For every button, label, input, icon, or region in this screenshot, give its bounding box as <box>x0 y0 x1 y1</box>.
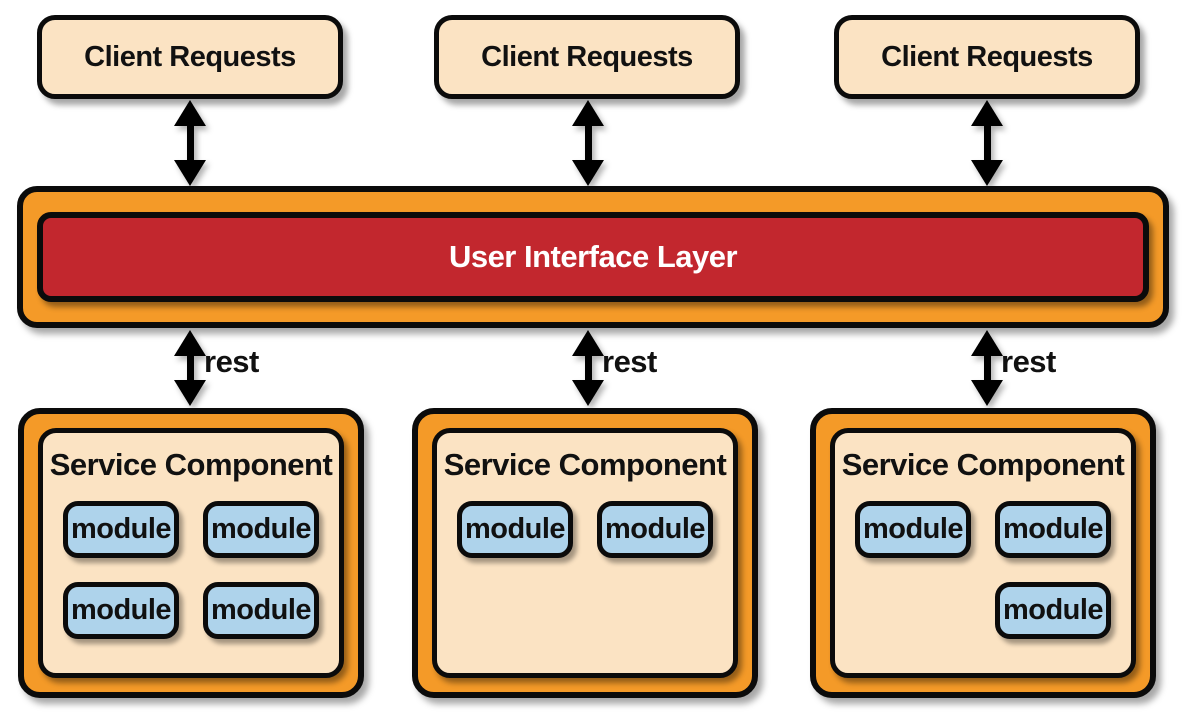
client-requests-box-3: Client Requests <box>834 15 1140 99</box>
arrowhead-down-icon <box>572 380 604 406</box>
module-grid: module module <box>457 501 713 558</box>
service-component-container-1: Service Component module module module m… <box>18 408 364 698</box>
arrowhead-down-icon <box>174 160 206 186</box>
module-grid: module module module <box>855 501 1111 639</box>
arrow-shaft <box>186 356 194 380</box>
module-label: module <box>70 594 172 626</box>
arrow-shaft <box>584 356 592 380</box>
arrowhead-down-icon <box>971 160 1003 186</box>
module-box: module <box>995 501 1111 558</box>
service-component-container-3: Service Component module module module <box>810 408 1156 698</box>
arrowhead-down-icon <box>174 380 206 406</box>
arrowhead-up-icon <box>971 330 1003 356</box>
module-box: module <box>63 501 179 558</box>
rest-protocol-label-3: rest <box>1001 344 1056 379</box>
service-component-1: Service Component module module module m… <box>38 428 344 678</box>
bidirectional-arrow-client-2 <box>571 100 605 186</box>
rest-protocol-label-2: rest <box>602 344 657 379</box>
user-interface-layer: User Interface Layer <box>37 212 1149 302</box>
arrowhead-up-icon <box>971 100 1003 126</box>
arrow-shaft <box>983 356 991 380</box>
client-requests-box-1: Client Requests <box>37 15 343 99</box>
module-label: module <box>862 513 964 545</box>
service-component-title: Service Component <box>841 447 1125 482</box>
user-interface-layer-container: User Interface Layer <box>17 186 1169 328</box>
module-box: module <box>995 582 1111 639</box>
client-requests-label: Client Requests <box>881 40 1093 73</box>
module-label: module <box>210 513 312 545</box>
service-component-title: Service Component <box>49 447 333 482</box>
arrow-shaft <box>584 126 592 160</box>
service-component-title: Service Component <box>443 447 727 482</box>
module-box: module <box>203 582 319 639</box>
module-box: module <box>457 501 573 558</box>
bidirectional-arrow-rest-1 <box>173 330 207 406</box>
module-label: module <box>210 594 312 626</box>
module-label: module <box>464 513 566 545</box>
service-component-2: Service Component module module <box>432 428 738 678</box>
module-label: module <box>1002 594 1104 626</box>
arrowhead-up-icon <box>174 100 206 126</box>
module-label: module <box>1002 513 1104 545</box>
service-component-container-2: Service Component module module <box>412 408 758 698</box>
client-requests-label: Client Requests <box>84 40 296 73</box>
module-box: module <box>597 501 713 558</box>
arrow-shaft <box>186 126 194 160</box>
rest-protocol-label-1: rest <box>204 344 259 379</box>
service-component-3: Service Component module module module <box>830 428 1136 678</box>
module-box: module <box>855 501 971 558</box>
arrow-shaft <box>983 126 991 160</box>
arrowhead-up-icon <box>572 100 604 126</box>
arrowhead-down-icon <box>971 380 1003 406</box>
module-label: module <box>70 513 172 545</box>
user-interface-layer-label: User Interface Layer <box>448 239 738 274</box>
bidirectional-arrow-rest-3 <box>970 330 1004 406</box>
module-box: module <box>63 582 179 639</box>
arrowhead-up-icon <box>572 330 604 356</box>
bidirectional-arrow-client-1 <box>173 100 207 186</box>
arrowhead-down-icon <box>572 160 604 186</box>
arrowhead-up-icon <box>174 330 206 356</box>
bidirectional-arrow-client-3 <box>970 100 1004 186</box>
module-label: module <box>604 513 706 545</box>
bidirectional-arrow-rest-2 <box>571 330 605 406</box>
module-box: module <box>203 501 319 558</box>
module-grid: module module module module <box>63 501 319 639</box>
client-requests-label: Client Requests <box>481 40 693 73</box>
client-requests-box-2: Client Requests <box>434 15 740 99</box>
